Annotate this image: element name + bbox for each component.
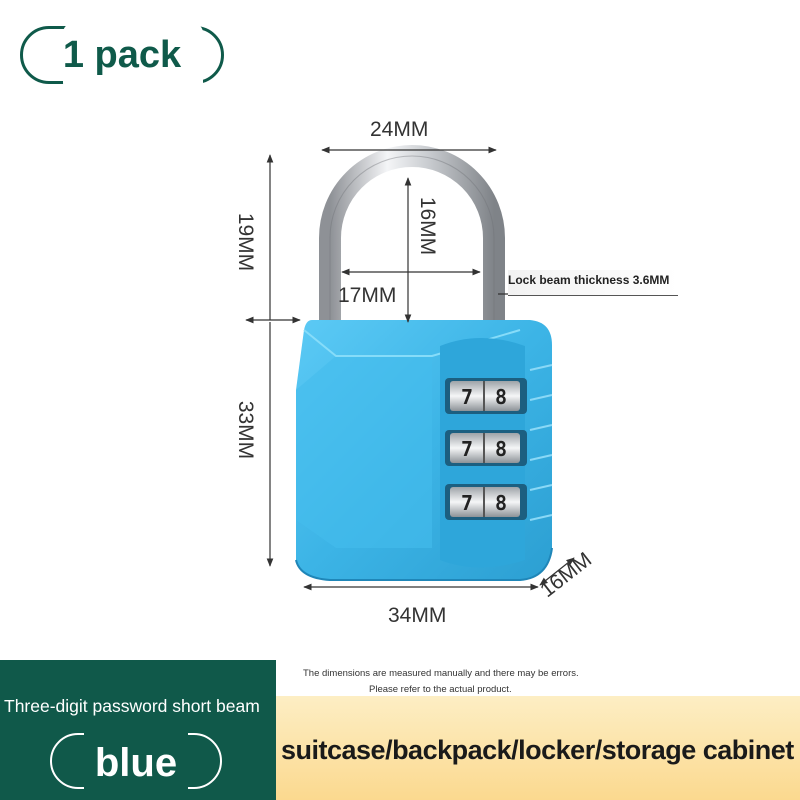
body-width-label: 34MM [388,604,447,627]
pack-badge: 1 pack [20,23,224,93]
dimension-lines [245,146,676,591]
dial-3-right-digit: 8 [495,491,507,515]
shackle-inner-height-label: 16MM [416,196,440,256]
usage-label: suitcase/backpack/locker/storage cabinet… [281,735,800,765]
color-name-label: blue [94,741,178,785]
shackle-width-label: 24MM [370,118,429,141]
usage-banner [276,696,800,800]
disclaimer-line-1: The dimensions are measured manually and… [303,668,579,679]
dial-1-right-digit: 8 [495,385,507,409]
body-height-label: 33MM [234,400,258,460]
dial-1-left-digit: 7 [461,385,473,409]
color-pill-gap [84,728,188,794]
shackle-inner-width-label: 17MM [338,284,397,307]
dial-2-left-digit: 7 [461,437,473,461]
product-type-label: Three-digit password short beam [4,696,260,716]
shackle [319,145,505,322]
dial-3-left-digit: 7 [461,491,473,515]
pack-label: 1 pack [62,33,182,76]
dial-2-right-digit: 8 [495,437,507,461]
disclaimer-line-2: Please refer to the actual product. [369,684,512,695]
badge-shine [63,23,203,93]
combination-dials: 7 8 7 8 7 8 [445,378,527,520]
shackle-height-label: 19MM [234,212,258,272]
beam-thickness-note: Lock beam thickness 3.6MM [508,270,678,296]
